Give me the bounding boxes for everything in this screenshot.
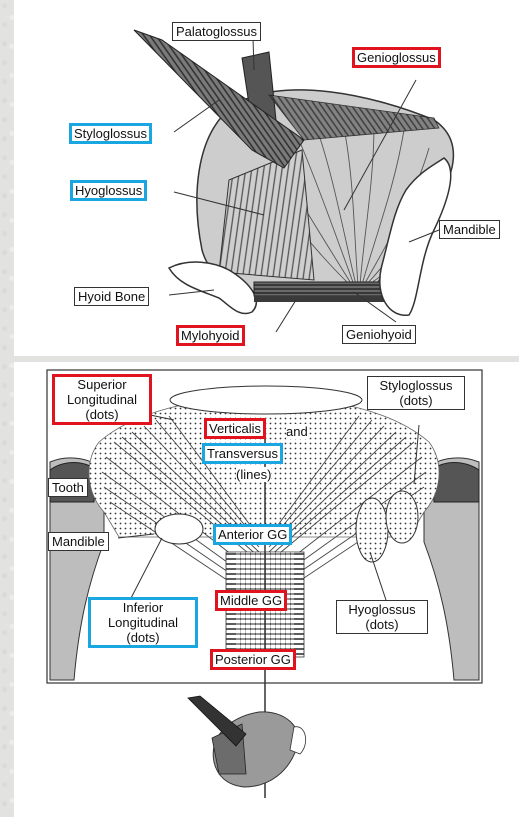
label-palatoglossus: Palatoglossus	[172, 22, 261, 41]
hyoglossus-oval-b	[386, 491, 418, 543]
label-genioglossus: Genioglossus	[352, 47, 441, 68]
label-hyoid-bone: Hyoid Bone	[74, 287, 149, 306]
label-anterior-gg: Anterior GG	[213, 524, 292, 545]
label-lines: (lines)	[236, 467, 271, 482]
tongue-thumbnail	[188, 696, 306, 787]
label-mandible: Mandible	[439, 220, 500, 239]
inferior-longitudinal-oval-left	[155, 514, 203, 544]
hyoglossus-oval-a	[356, 498, 388, 562]
bottom-anatomy-panel: Superior Longitudinal (dots) Styloglossu…	[14, 362, 519, 817]
label-mandible-coronal: Mandible	[48, 532, 109, 551]
label-hyoglossus-dots: Hyoglossus (dots)	[336, 600, 428, 634]
label-mylohyoid: Mylohyoid	[176, 325, 245, 346]
dorsal-surface-oval	[170, 386, 362, 414]
geniohyoid-band	[254, 282, 394, 296]
top-anatomy-panel: Palatoglossus Genioglossus Styloglossus …	[14, 0, 519, 356]
label-transversus: Transversus	[202, 443, 283, 464]
label-styloglossus: Styloglossus	[69, 123, 152, 144]
label-superior-longitudinal: Superior Longitudinal (dots)	[52, 374, 152, 425]
label-inferior-longitudinal: Inferior Longitudinal (dots)	[88, 597, 198, 648]
mylohyoid-band	[254, 296, 394, 302]
label-verticalis: Verticalis	[204, 418, 266, 439]
label-hyoglossus: Hyoglossus	[70, 180, 147, 201]
label-and: and	[286, 424, 308, 439]
label-styloglossus-dots: Styloglossus (dots)	[367, 376, 465, 410]
label-posterior-gg: Posterior GG	[210, 649, 296, 670]
label-tooth: Tooth	[48, 478, 88, 497]
label-middle-gg: Middle GG	[215, 590, 287, 611]
label-geniohyoid: Geniohyoid	[342, 325, 416, 344]
